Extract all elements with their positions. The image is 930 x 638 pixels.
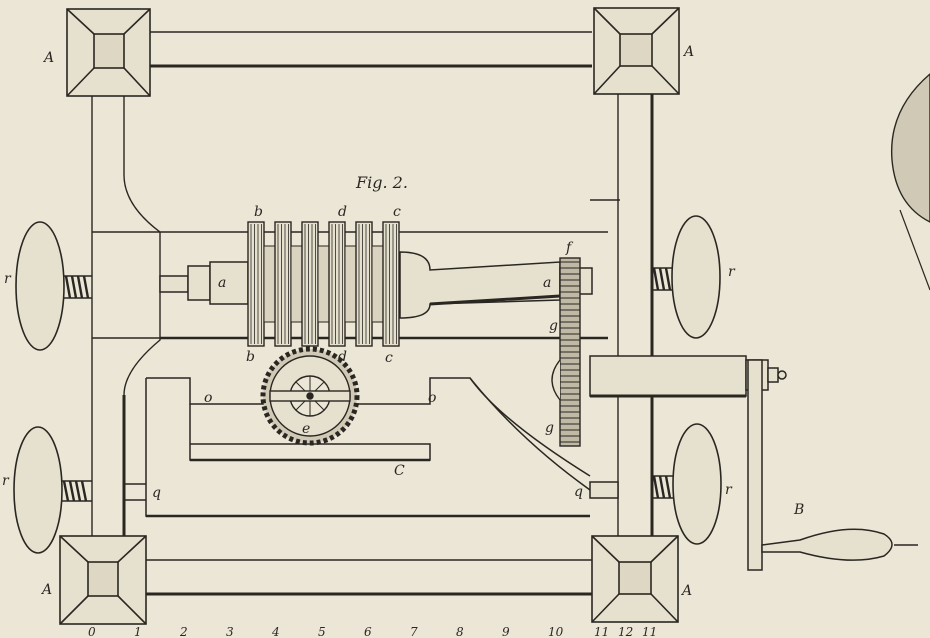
scale-tick-label: 2 xyxy=(179,625,188,638)
corner-block-bottom-left xyxy=(59,535,147,625)
gear-wheel xyxy=(551,257,581,447)
scale-tick-label: 9 xyxy=(502,625,510,638)
label-r-left-upper: r xyxy=(4,271,12,287)
label-d-top: d xyxy=(338,204,347,220)
scale-tick-label: 4 xyxy=(271,625,280,638)
thumbscrews xyxy=(13,215,722,554)
label-o-right: o xyxy=(428,390,436,406)
label-A-top-right: A xyxy=(682,44,694,60)
crank xyxy=(589,355,918,571)
label-c-bottom: c xyxy=(385,350,393,366)
spindle xyxy=(159,251,593,319)
label-A-bottom-right: A xyxy=(680,583,692,599)
corner-blocks xyxy=(59,7,680,625)
label-e: e xyxy=(302,421,310,437)
scale-tick-label: 0 xyxy=(88,625,96,638)
scale-tick-label: 1 xyxy=(134,625,142,638)
label-d-bottom: d xyxy=(338,349,347,365)
crank-shaft xyxy=(589,355,747,397)
scale-tick-label: 3 xyxy=(226,625,234,638)
corner-block-bottom-right xyxy=(591,535,679,623)
scale-tick-label: 5 xyxy=(318,625,326,638)
label-A-top-left: A xyxy=(42,50,54,66)
label-f: f xyxy=(565,240,574,256)
worm-wheel xyxy=(260,346,360,446)
label-A-bottom-left: A xyxy=(40,582,52,598)
corner-block-top-right xyxy=(593,7,680,95)
crank-arm xyxy=(747,359,763,571)
label-b-bottom: b xyxy=(246,349,255,365)
label-r-right-upper: r xyxy=(728,264,736,280)
barrel-discs xyxy=(247,221,400,347)
scale-tick-label: 8 xyxy=(456,625,464,638)
barrel-disc xyxy=(382,221,400,347)
tool-rest xyxy=(124,377,619,518)
scale-tick-label: 10 xyxy=(548,625,564,638)
spindle-collar xyxy=(187,265,211,301)
figure-labels: Fig. 2. A A A A B C a a b b c c d d e f … xyxy=(2,44,804,599)
scale-tick-label: 11 xyxy=(642,625,657,638)
figure-title: Fig. 2. xyxy=(355,173,408,192)
label-q-right: q xyxy=(574,484,583,500)
thumbscrew-right-upper xyxy=(652,215,721,339)
label-g-lower: g xyxy=(545,420,554,436)
label-o-left: o xyxy=(204,390,212,406)
label-r-right-lower: r xyxy=(725,482,733,498)
label-r-left-lower: r xyxy=(2,473,10,489)
label-a-right: a xyxy=(543,275,551,291)
label-b-top: b xyxy=(254,204,263,220)
label-q-left: q xyxy=(152,485,161,501)
thumbscrew-left-upper xyxy=(15,221,92,351)
crank-handle xyxy=(761,528,893,561)
thumbscrew-right-lower xyxy=(652,423,722,545)
label-B: B xyxy=(793,502,804,518)
label-a-left: a xyxy=(218,275,226,291)
scale-tick-label: 12 xyxy=(618,625,633,638)
scale-tick-label: 7 xyxy=(410,625,418,638)
scale-tick-label: 11 xyxy=(594,625,609,638)
spindle-tip xyxy=(159,275,189,293)
spindle-hub xyxy=(209,261,249,305)
label-g-upper: g xyxy=(549,318,558,334)
label-c-top: c xyxy=(393,204,401,220)
adjacent-figure-fragment xyxy=(890,73,930,291)
thumbscrew-left-lower xyxy=(13,426,92,554)
scale-tick-label: 6 xyxy=(364,625,372,638)
label-C: C xyxy=(394,463,405,479)
corner-block-top-left xyxy=(66,8,151,97)
